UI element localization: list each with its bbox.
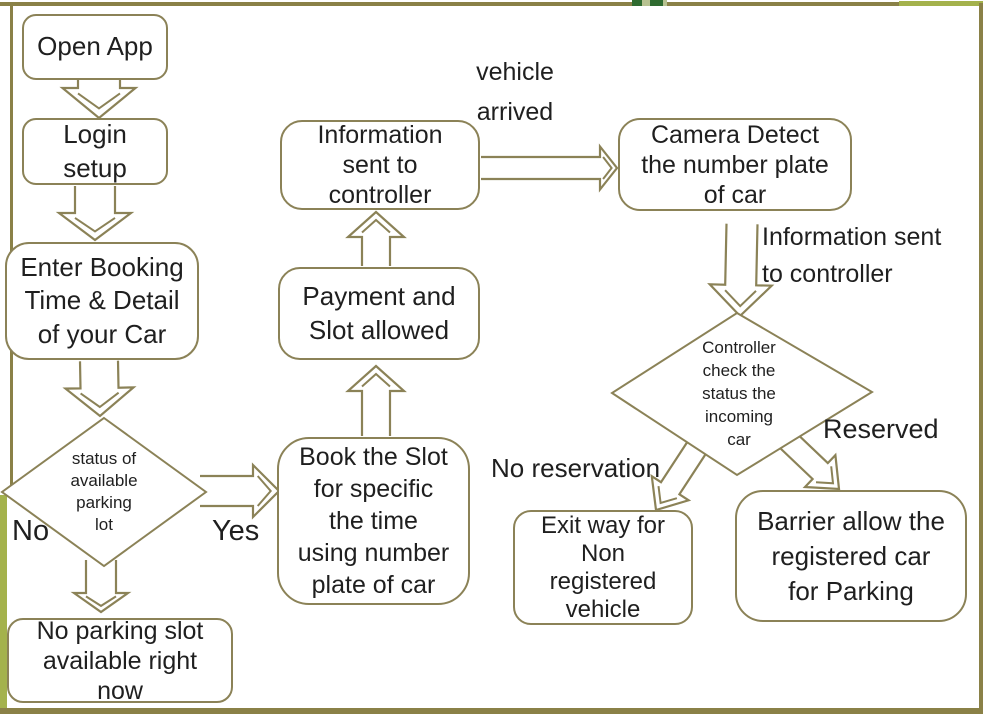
node-enter-booking: Enter Booking Time & Detail of your Car [5, 242, 199, 360]
node-payment: Payment and Slot allowed [278, 267, 480, 360]
arrow-open-to-login [59, 79, 139, 120]
frame-top-line [0, 2, 983, 6]
node-open-app: Open App [22, 14, 168, 80]
node-info-controller: Information sent to controller [280, 120, 480, 210]
arrow-camera-to-check-notch [724, 289, 757, 308]
arrow-login-to-enter [55, 186, 135, 242]
label-vehicle-arrived: vehicle arrived [476, 58, 554, 126]
arrow-login-to-enter-notch [74, 217, 116, 233]
arrow-status-no-down-notch [85, 595, 117, 608]
arrow-check-to-barrier-notch [815, 466, 835, 485]
arrow-status-yes-right [200, 462, 281, 520]
title-remnant-mark [663, 0, 667, 6]
arrow-status-no-down [70, 560, 132, 614]
label-no-reservation: No reservation [491, 453, 661, 483]
frame-right-line [979, 3, 983, 712]
arrow-open-to-login-notch [77, 92, 121, 110]
arrow-book-to-payment-notch [361, 372, 391, 388]
frame-left-line [10, 3, 13, 487]
arrow-payment-to-info [345, 210, 407, 266]
title-remnant-mark [650, 0, 663, 6]
title-remnant-mark [642, 0, 650, 6]
node-no-parking: No parking slot available right now [7, 617, 233, 705]
arrow-book-to-payment [345, 364, 407, 436]
arrow-enter-to-status [62, 360, 137, 418]
decision-parking-status-text: status of available parking lot [70, 449, 138, 534]
title-remnant-mark [632, 0, 642, 6]
arrow-check-to-exit-notch [657, 485, 678, 505]
frame-top-right-line [899, 1, 983, 6]
label-reserved: Reserved [823, 414, 939, 444]
node-login-setup: Login setup [22, 118, 168, 185]
label-info-sent: Information sent to controller [762, 223, 942, 288]
decision-controller-check [610, 311, 874, 477]
decision-parking-status [0, 416, 208, 568]
decision-controller-check-text: Controller check the status the incoming… [702, 338, 776, 449]
node-camera-detect: Camera Detect the number plate of car [618, 118, 852, 211]
label-no: No [12, 515, 50, 547]
arrow-info-to-camera-notch [602, 156, 613, 180]
arrow-status-yes-right-notch [256, 475, 273, 507]
arrow-info-to-camera [481, 143, 619, 193]
arrow-enter-to-status-notch [80, 391, 120, 409]
node-book-slot: Book the Slot for specific the time usin… [277, 437, 470, 605]
node-exit-way: Exit way for Non registered vehicle [513, 510, 693, 625]
label-yes: Yes [212, 515, 260, 547]
frame-left-green-strip [0, 495, 7, 714]
frame-bottom-line [0, 708, 983, 714]
node-barrier: Barrier allow the registered car for Par… [735, 490, 967, 622]
arrow-payment-to-info-notch [361, 218, 391, 234]
